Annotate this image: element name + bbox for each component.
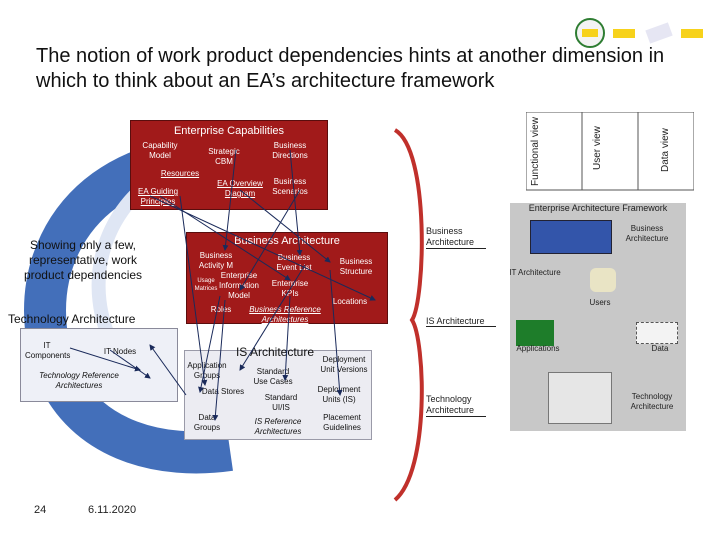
it-components[interactable]: IT Components <box>25 341 71 360</box>
standard-ui-is[interactable]: Standard UI/IS <box>264 393 298 412</box>
framework-users-label: Users <box>589 298 611 307</box>
data-view-label: Data view <box>660 128 671 172</box>
enterprise-information-model[interactable]: Enterprise Information Model <box>218 271 260 300</box>
framework-technology-label: Technology Architecture <box>630 392 674 411</box>
functional-view-label: Functional view <box>530 117 541 186</box>
arrow-directions-event <box>289 149 303 256</box>
arrow-kpi-usecases <box>282 295 291 381</box>
it-nodes[interactable]: IT Nodes <box>103 347 137 356</box>
business-directions[interactable]: Business Directions <box>272 141 308 160</box>
framework-applications-label: Applications <box>516 344 560 353</box>
capability-model[interactable]: Capability Model <box>142 141 178 160</box>
locations[interactable]: Locations <box>332 297 368 306</box>
middle-is-label: IS Architecture <box>426 316 496 327</box>
framework-business-box: Business Architecture <box>510 216 686 256</box>
enterprise-capabilities-panel: Enterprise Capabilities Capability Model… <box>130 120 328 210</box>
business-scenarios[interactable]: Business Scenarios <box>272 177 308 196</box>
arrow-resources-appgroups <box>179 195 208 386</box>
business-architecture-panel: Business Architecture Business Activity … <box>186 232 388 324</box>
data-groups[interactable]: Data Groups <box>193 413 221 432</box>
is-reference-architectures[interactable]: IS Reference Architectures <box>254 417 302 436</box>
roles[interactable]: Roles <box>210 305 232 314</box>
ea-overview-diagram[interactable]: EA Overview Diagram <box>217 179 263 198</box>
data-icon <box>636 322 678 344</box>
strategic-cbm[interactable]: Strategic CBM <box>208 147 240 166</box>
technology-reference-architectures[interactable]: Technology Reference Architectures <box>39 371 119 390</box>
technology-icon <box>548 372 612 424</box>
business-event-list[interactable]: Business Event List <box>276 253 312 272</box>
arrow-scenarios-info <box>239 189 301 291</box>
resources[interactable]: Resources <box>160 169 200 178</box>
framework-business-label: Business Architecture <box>625 224 669 243</box>
arrow-itnodes-techref <box>109 349 151 379</box>
applications-icon <box>516 320 554 346</box>
arrow-info-datagroups <box>212 299 226 421</box>
slide-title: The notion of work product dependencies … <box>36 45 665 92</box>
standard-use-cases[interactable]: Standard Use Cases <box>253 367 293 386</box>
slide-date: 6.11.2020 <box>88 504 137 516</box>
arrow-principles-kpi <box>159 195 291 281</box>
business-reference-architectures[interactable]: Business Reference Architectures <box>249 305 321 324</box>
arrow-is-itnodes <box>149 344 187 396</box>
deployment-units-is[interactable]: Deployment Units (IS) <box>317 385 361 404</box>
application-groups[interactable]: Application Groups <box>187 361 227 380</box>
data-stores[interactable]: Data Stores <box>201 387 245 396</box>
arrow-principles-locations <box>149 195 376 301</box>
nav-thumbnails <box>565 18 715 48</box>
arrow-overview-structure <box>239 189 331 263</box>
arrow-info-datastores <box>198 295 221 393</box>
arrow-cbm-activity <box>222 149 237 251</box>
nav-thumbnail-strip <box>575 18 703 48</box>
framework-it-label: IT Architecture <box>509 268 561 277</box>
enterprise-kpis[interactable]: Enterprise KPIs <box>271 279 309 298</box>
is-architecture-title: IS Architecture <box>235 345 315 359</box>
arrow-structure-deploy <box>329 269 343 396</box>
users-icon <box>590 268 616 292</box>
functional-view-box <box>525 111 583 191</box>
technology-architecture-panel: IT Components IT Nodes Technology Refere… <box>20 328 178 402</box>
middle-business-label: Business Architecture <box>426 226 486 249</box>
enterprise-capabilities-title: Enterprise Capabilities <box>173 125 285 137</box>
middle-technology-label: Technology Architecture <box>426 394 486 417</box>
view-columns <box>525 111 695 192</box>
nav-thumb-3[interactable] <box>645 22 673 44</box>
user-view-label: User view <box>592 126 603 170</box>
framework-diagram-thumbnail <box>530 220 612 254</box>
usage-matrices[interactable]: Usage Matrices <box>194 278 218 292</box>
ea-guiding-principles[interactable]: EA Guiding Principles <box>137 187 179 206</box>
view-columns-svg <box>525 111 695 191</box>
business-activity-model[interactable]: Business Activity M <box>198 251 234 270</box>
placement-guidelines[interactable]: Placement Guidelines <box>323 413 361 432</box>
arrow-itcomp-techref <box>69 347 141 372</box>
deployment-unit-versions[interactable]: Deployment Unit Versions <box>320 355 368 374</box>
user-view-box <box>581 111 639 191</box>
technology-architecture-title: Technology Architecture <box>8 312 136 326</box>
business-architecture-title: Business Architecture <box>234 235 340 247</box>
business-structure[interactable]: Business Structure <box>339 257 373 276</box>
page-number: 24 <box>34 504 47 516</box>
nav-thumb-4[interactable] <box>681 29 703 38</box>
data-view-box <box>637 111 695 191</box>
nav-thumb-1-fill <box>582 29 598 37</box>
arrow-event-app <box>239 264 306 371</box>
nav-thumb-2[interactable] <box>613 29 635 38</box>
framework-data-label: Data <box>651 344 669 353</box>
framework-title: Enterprise Architecture Framework <box>528 203 668 213</box>
callout-text: Showing only a few, representative, work… <box>23 238 143 282</box>
grouping-bracket <box>393 128 424 502</box>
